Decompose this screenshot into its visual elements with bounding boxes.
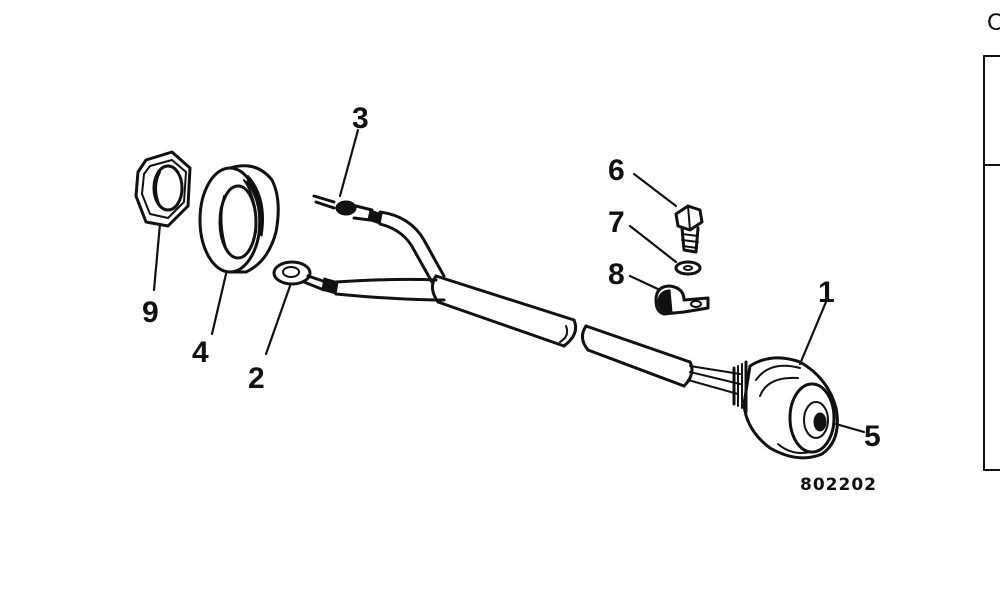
callout-8: 8 <box>608 258 625 291</box>
hex-nut <box>134 150 192 228</box>
cable-sheath-left <box>431 274 578 348</box>
callout-4: 4 <box>192 336 209 369</box>
rubber-grommet <box>198 164 280 274</box>
callout-6: 6 <box>608 154 625 187</box>
callout-2: 2 <box>248 362 265 395</box>
cable-sheath-right <box>581 324 694 388</box>
edge-letter: C <box>987 9 1000 36</box>
callout-9: 9 <box>142 296 159 329</box>
washer <box>674 260 702 276</box>
table-frame-fragment <box>983 55 1000 471</box>
callout-3: 3 <box>352 102 369 135</box>
callout-5: 5 <box>864 420 881 453</box>
bolt <box>674 204 704 254</box>
ring-terminal-lead <box>272 260 446 302</box>
leader-lines <box>152 128 866 434</box>
plug-wires <box>687 365 741 395</box>
bullet-terminal-lead <box>312 194 446 284</box>
figure-code: 802202 <box>800 475 877 495</box>
callout-1: 1 <box>818 276 835 309</box>
callout-7: 7 <box>608 206 625 239</box>
cable-clamp <box>654 284 710 316</box>
connector-plug <box>732 356 839 460</box>
